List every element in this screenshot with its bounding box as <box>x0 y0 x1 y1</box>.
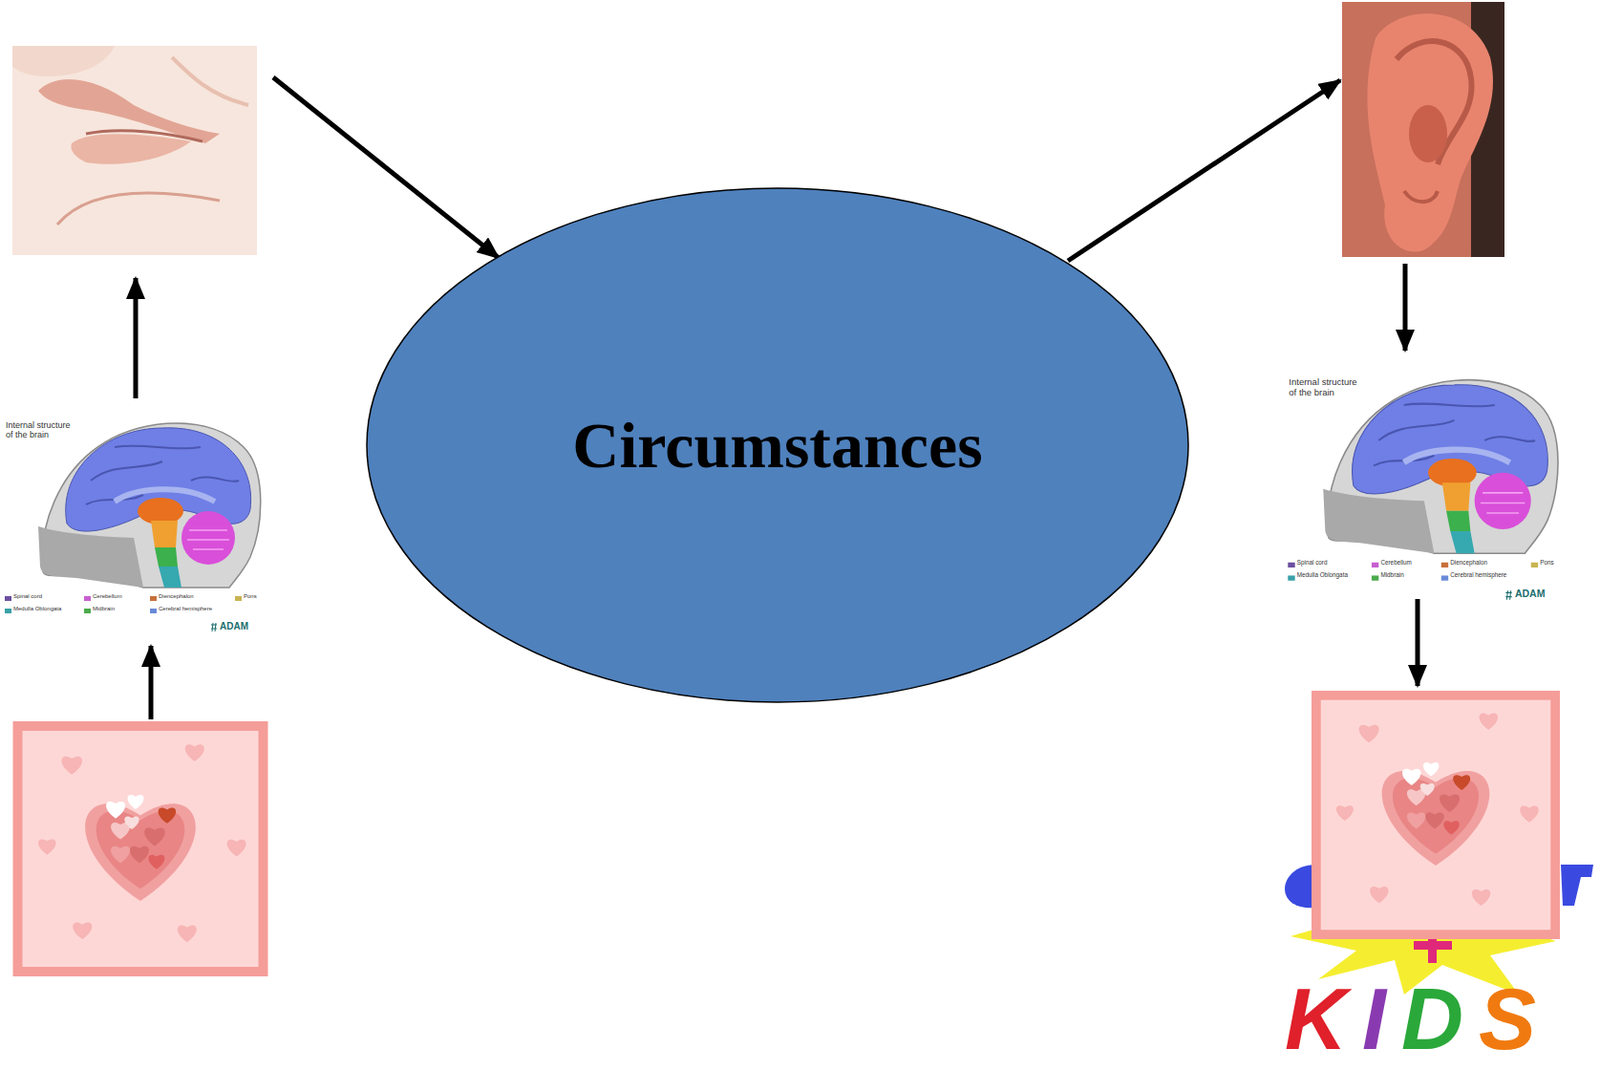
legend-item: Cerebellum <box>92 593 123 600</box>
brain-picture <box>4 423 261 632</box>
arrow <box>1067 80 1341 261</box>
legend-item: Spinal cord <box>13 593 43 600</box>
logo-letter: D <box>1401 971 1479 1067</box>
legend-item: Spinal cord <box>1297 559 1328 567</box>
legend-item: Medulla Oblongata <box>13 605 62 613</box>
legend-item: Midbrain <box>1380 572 1404 579</box>
logo-letter: S <box>1478 971 1552 1067</box>
credit-logo: ADAM <box>219 620 249 632</box>
arrow <box>1403 263 1408 351</box>
legend-item: Cerebral hemisphere <box>158 605 213 613</box>
legend-item: Cerebral hemisphere <box>1450 572 1507 579</box>
legend-item: Diencephalon <box>158 593 194 600</box>
ellipse-shape <box>366 188 1189 703</box>
arrow <box>149 645 154 720</box>
arrow <box>273 77 499 258</box>
legend-item: Diencephalon <box>1450 559 1488 567</box>
figure-title: Internal structure of the brain <box>1288 377 1360 398</box>
heart-picture <box>1311 690 1560 939</box>
mouth-picture <box>12 45 257 256</box>
circumstances-ellipse: Circumstances <box>364 186 1191 704</box>
legend-item: Medulla Oblongata <box>1297 572 1348 579</box>
arrow <box>133 277 139 399</box>
legend-item: Cerebellum <box>1380 559 1411 567</box>
legend-item: Pons <box>243 593 257 600</box>
heart-picture <box>13 721 269 977</box>
credit-logo: ADAM <box>1514 588 1546 600</box>
figure-title: Internal structure of the brain <box>5 421 73 441</box>
logo-letter: K <box>1284 971 1363 1067</box>
node-label: Circumstances <box>572 409 982 482</box>
legend-item: Pons <box>1539 559 1554 567</box>
arrow <box>1415 598 1421 686</box>
logo-letter: I <box>1362 971 1402 1067</box>
logo-text: KIDS <box>1284 976 1552 1063</box>
legend-item: Midbrain <box>92 605 115 613</box>
ear-picture <box>1342 1 1505 257</box>
brain-picture <box>1287 380 1558 600</box>
